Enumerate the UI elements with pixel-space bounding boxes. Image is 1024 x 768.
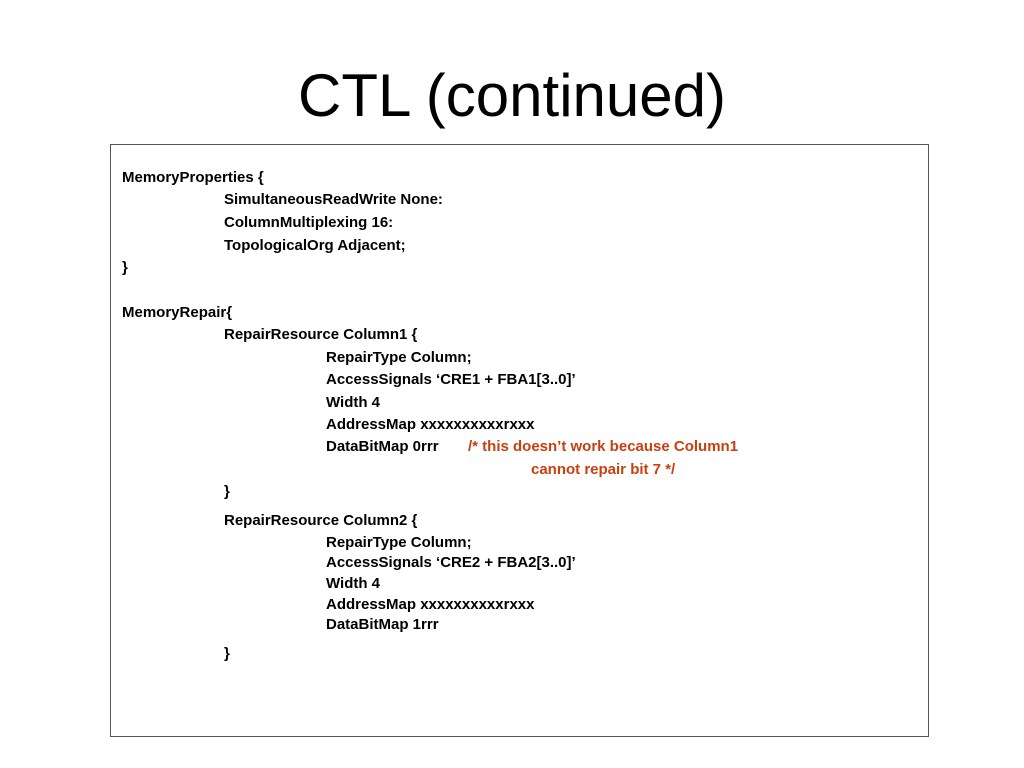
repair-resource-column1-open: RepairResource Column1 { — [224, 326, 418, 343]
simultaneous-read-write-line: SimultaneousReadWrite None: — [224, 191, 443, 208]
slide-title: CTL (continued) — [298, 62, 726, 129]
repair-resource-column1-close: } — [224, 483, 230, 500]
code-block: MemoryProperties { SimultaneousReadWrite… — [110, 144, 929, 737]
column1-comment-line1: /* this doesn’t work because Column1 — [468, 438, 739, 455]
column1-access-signals: AccessSignals ‘CRE1 + FBA1[3..0]’ — [326, 371, 576, 388]
column2-data-bit-map: DataBitMap 1rrr — [326, 616, 439, 633]
topological-org-line: TopologicalOrg Adjacent; — [224, 237, 406, 254]
column-multiplexing-line: ColumnMultiplexing 16: — [224, 214, 394, 231]
column2-repair-type: RepairType Column; — [326, 534, 472, 551]
column2-width: Width 4 — [326, 575, 381, 592]
repair-resource-column2-close: } — [224, 645, 230, 662]
column1-address-map: AddressMap xxxxxxxxxxrxxx — [326, 416, 535, 433]
memory-properties-close: } — [122, 259, 128, 276]
column1-repair-type: RepairType Column; — [326, 349, 472, 366]
memory-properties-open: MemoryProperties { — [122, 169, 264, 186]
column2-address-map: AddressMap xxxxxxxxxxrxxx — [326, 596, 535, 613]
column1-data-bit-map: DataBitMap 0rrr — [326, 438, 439, 455]
column2-access-signals: AccessSignals ‘CRE2 + FBA2[3..0]’ — [326, 554, 576, 571]
column1-width: Width 4 — [326, 394, 381, 411]
memory-repair-open: MemoryRepair{ — [122, 304, 233, 321]
repair-resource-column2-open: RepairResource Column2 { — [224, 512, 418, 529]
column1-comment-line2: cannot repair bit 7 */ — [531, 461, 676, 478]
